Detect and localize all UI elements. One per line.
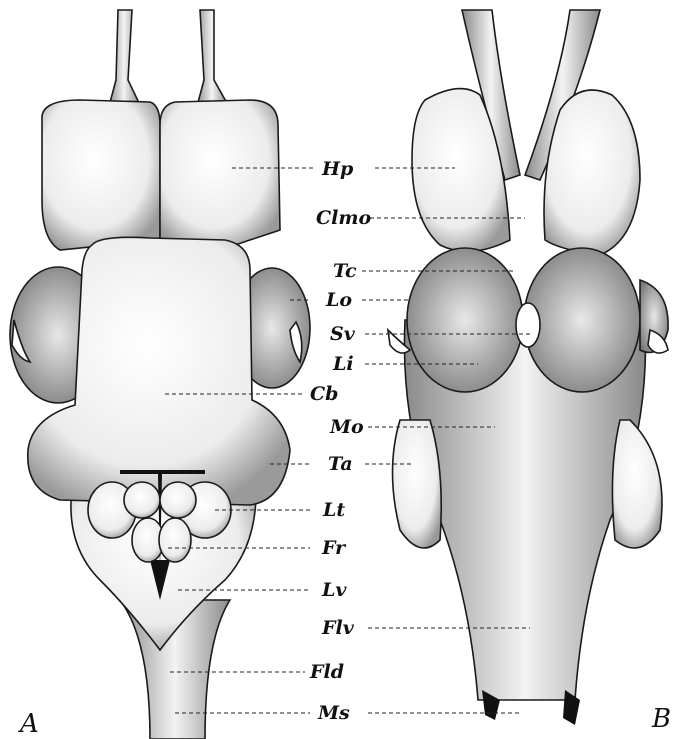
label-fr: Fr <box>321 537 347 559</box>
label-flv: Flv <box>321 617 355 639</box>
facial-lobe-right-a <box>160 482 196 518</box>
olfactory-tract-right-a <box>196 10 228 110</box>
label-lv: Lv <box>321 579 347 601</box>
label-sv: Sv <box>330 323 356 345</box>
figure-b <box>388 10 668 725</box>
optic-lobe-left-b <box>407 248 523 392</box>
panel-label-b: B <box>651 704 671 734</box>
inferior-lobe-right-b <box>612 420 662 548</box>
label-cb: Cb <box>310 383 338 405</box>
saccus-vasculosus-b <box>516 303 540 347</box>
label-mo: Mo <box>329 416 364 438</box>
inferior-lobe-left-b <box>393 420 442 548</box>
label-fld: Fld <box>309 661 344 683</box>
nerve-root-right-b <box>563 690 580 725</box>
optic-lobe-right-b <box>524 248 640 392</box>
label-hp: Hp <box>321 158 354 180</box>
hemisphere-left-a <box>42 100 160 250</box>
hemisphere-right-a <box>160 100 280 250</box>
label-clmo: Clmo <box>316 207 371 229</box>
label-li: Li <box>332 353 354 375</box>
olfactory-tract-left-a <box>108 10 140 110</box>
label-tc: Tc <box>333 260 357 282</box>
hemisphere-right-b <box>544 90 640 255</box>
label-lt: Lt <box>322 499 345 521</box>
label-ta: Ta <box>328 453 353 475</box>
panel-label-a: A <box>18 709 39 739</box>
label-ms: Ms <box>317 702 350 724</box>
figure-a <box>10 10 310 739</box>
label-lo: Lo <box>325 289 352 311</box>
vagal-lobe-right-a <box>159 518 191 562</box>
facial-lobe-left-a <box>124 482 160 518</box>
